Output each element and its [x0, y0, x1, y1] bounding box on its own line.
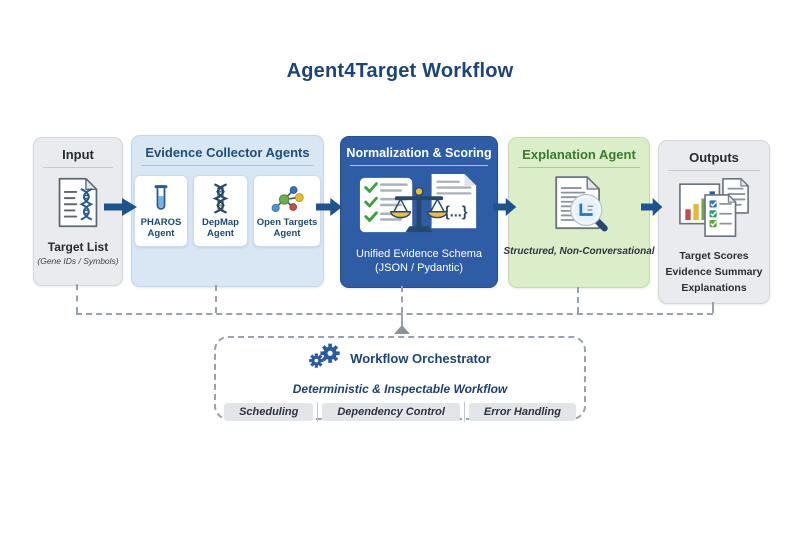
dashed-connector-input [76, 284, 78, 313]
agent-suffix: Agent [273, 228, 301, 239]
network-nodes-icon [270, 179, 304, 217]
input-divider [43, 167, 113, 168]
agent-row: PHAROS Agent [134, 175, 321, 247]
normalization-label-2: (JSON / Pydantic) [374, 262, 464, 274]
agent-label: PHAROS Agent [141, 217, 182, 239]
normalization-divider [350, 165, 488, 166]
orchestrator-title: Workflow Orchestrator [350, 351, 491, 366]
dashed-connector-evidence [215, 285, 217, 313]
input-label: Target List [47, 240, 109, 254]
output-item: Evidence Summary [665, 266, 763, 278]
chart-report-icon [678, 177, 750, 243]
document-dna-icon [55, 177, 101, 233]
scales-schema-icon: {...} [358, 172, 480, 243]
orchestrator-subtitle: Deterministic & Inspectable Workflow [292, 382, 508, 396]
orchestrator-head: Workflow Orchestrator [309, 343, 491, 374]
agent-name: Open Targets [256, 217, 318, 228]
explanation-label: Structured, Non-Conversational [503, 246, 655, 257]
document-magnifier-icon [548, 175, 610, 239]
page-title: Agent4Target Workflow [286, 60, 514, 82]
explanation-panel: Explanation Agent Stru [503, 137, 655, 288]
dashed-bus-line [76, 313, 713, 315]
output-item: Explanations [681, 282, 747, 294]
balance-scales [390, 186, 448, 233]
agent-label: DepMap Agent [202, 217, 239, 239]
evidence-divider [141, 165, 314, 166]
arrow-explanation-to-outputs [641, 198, 663, 216]
agent-name: PHAROS [140, 217, 182, 228]
pharos-agent-card: PHAROS Agent [134, 175, 188, 247]
agent-suffix: Agent [207, 228, 234, 239]
pill-scheduling: Scheduling [224, 403, 314, 421]
agent-suffix: Agent [147, 228, 175, 239]
agent-label: Open Targets Agent [257, 217, 318, 239]
outputs-header: Outputs [689, 150, 739, 165]
pill-dependency-control: Dependency Control [322, 403, 460, 421]
arrow-input-to-evidence [104, 198, 137, 216]
evidence-header: Evidence Collector Agents [145, 145, 310, 160]
input-header: Input [62, 147, 94, 162]
explanation-divider [518, 167, 640, 168]
dashed-connector-explanation [577, 287, 579, 313]
dna-icon [209, 179, 232, 217]
open-targets-agent-card: Open Targets Agent [253, 175, 321, 247]
pill-error-handling: Error Handling [468, 403, 576, 421]
orchestrator-panel: Workflow Orchestrator Deterministic & In… [214, 336, 586, 422]
test-tube-icon [150, 179, 172, 217]
normalization-header: Normalization & Scoring [346, 146, 492, 160]
normalization-panel: Normalization & Scoring {... [340, 136, 498, 288]
pill-separator [463, 402, 465, 422]
orchestrator-pill-row: Scheduling Dependency Control Error Hand… [224, 402, 576, 422]
input-panel: Input Target List [33, 137, 123, 286]
dashed-connector-orchestrator [401, 314, 403, 326]
input-sublabel: (Gene IDs / Symbols) [37, 256, 119, 266]
orchestrator-arrowhead [394, 325, 410, 334]
dashed-connector-normalization [401, 286, 403, 313]
agent-name: DepMap [202, 217, 239, 228]
outputs-panel: Outputs [658, 140, 770, 304]
evidence-collector-panel: Evidence Collector Agents PHAROS Agent [131, 135, 324, 287]
arrow-normalization-to-explanation [493, 198, 517, 216]
dashed-connector-outputs [712, 302, 714, 313]
schema-symbol: {...} [444, 205, 468, 221]
gears-icon [309, 343, 342, 374]
pill-separator [317, 402, 319, 422]
depmap-agent-card: DepMap Agent [193, 175, 248, 247]
outputs-divider [668, 170, 760, 171]
arrow-evidence-to-normalization [316, 198, 343, 216]
output-item: Target Scores [679, 250, 749, 262]
outputs-list: Target Scores Evidence Summary Explanati… [666, 248, 763, 296]
explanation-header: Explanation Agent [522, 147, 636, 162]
normalization-label-1: Unified Evidence Schema [356, 248, 482, 260]
